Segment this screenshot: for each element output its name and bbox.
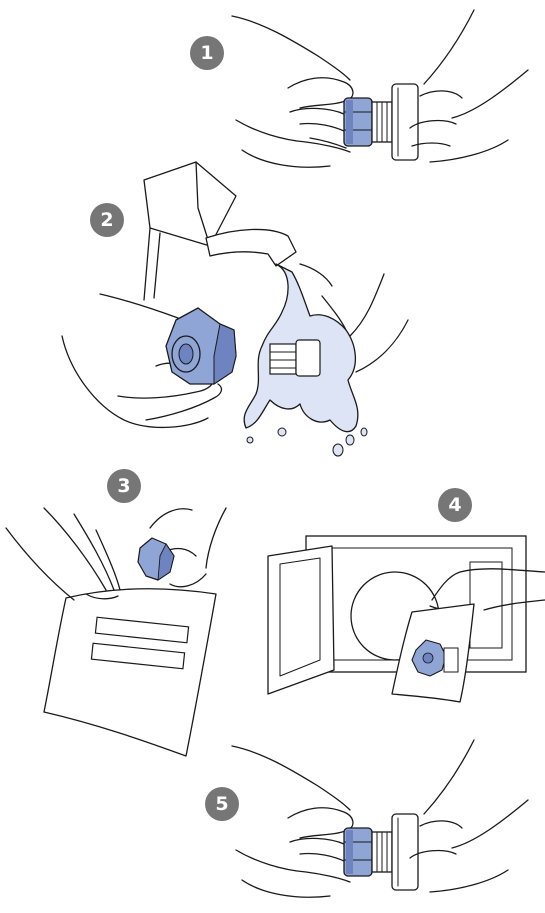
- step-badge-5: 5: [205, 787, 239, 821]
- fitting-step-2: [270, 340, 320, 376]
- right-hand-step-1: [410, 10, 528, 162]
- cap-step-1: [344, 98, 372, 146]
- plastic-bag: [44, 589, 216, 756]
- step-badge-3: 3: [107, 469, 141, 503]
- step-badge-4: 4: [438, 488, 472, 522]
- left-hand-step-3: [6, 508, 120, 600]
- step-3-illustration: [6, 508, 226, 756]
- left-hand-step-5: [232, 746, 353, 897]
- cap-step-2: [166, 308, 236, 384]
- step-number-3: 3: [117, 475, 130, 497]
- left-hand-step-1: [232, 16, 353, 167]
- step-number-4: 4: [448, 494, 461, 516]
- right-hand-step-5: [410, 740, 528, 892]
- step-4-illustration: [268, 536, 545, 702]
- fitting-step-1: [372, 84, 418, 160]
- fitting-step-5: [372, 814, 418, 890]
- step-5-illustration: [232, 740, 528, 897]
- step-badge-2: 2: [90, 203, 124, 237]
- step-number-5: 5: [215, 793, 228, 815]
- step-number-1: 1: [200, 42, 213, 64]
- step-1-illustration: [232, 10, 528, 167]
- cap-step-5: [344, 828, 372, 876]
- microwave-door: [268, 546, 334, 694]
- step-number-2: 2: [100, 209, 113, 231]
- faucet: [144, 162, 296, 300]
- step-badge-1: 1: [190, 36, 224, 70]
- cap-step-3: [138, 538, 174, 580]
